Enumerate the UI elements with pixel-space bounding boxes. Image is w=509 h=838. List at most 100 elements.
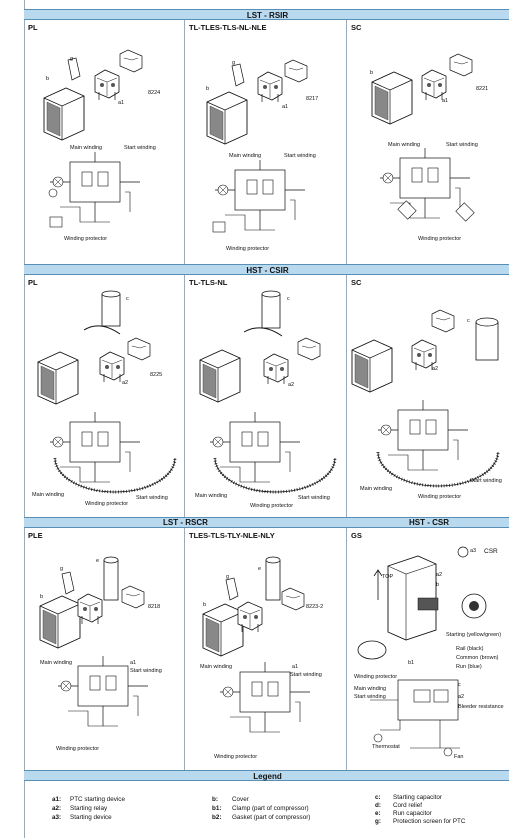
label-winding-protector: Winding protector <box>226 246 270 252</box>
bracket <box>281 587 305 611</box>
cover-b <box>206 91 248 145</box>
section-header-legend: Legend <box>24 770 509 781</box>
label-wiring-common: Common (brown) <box>456 655 499 661</box>
label-g: g <box>232 60 236 66</box>
legend-key: a1: <box>52 796 62 803</box>
label-wiring-start: Starting (yellow/green) <box>446 632 502 638</box>
circuit-r1c2 <box>214 159 306 231</box>
label-main-winding: Main winding <box>40 660 73 666</box>
cell-csir-pl: PL <box>24 275 185 517</box>
label-code: 8217 <box>306 96 319 102</box>
label-main-winding: Main winding <box>70 145 103 151</box>
label-b: b <box>370 70 374 76</box>
cell-rscr-ple: PLE <box>24 528 185 770</box>
cell-title: PL <box>28 23 38 32</box>
label-main-winding: Main winding <box>388 142 421 148</box>
label-winding-protector: Winding protector <box>64 236 108 242</box>
label-winding-protector: Winding protector <box>418 236 462 242</box>
legend-key: b2: <box>212 814 222 821</box>
legend-key: d: <box>375 802 381 809</box>
bracket <box>121 585 145 609</box>
diagram-frame <box>24 0 509 838</box>
label-a2: a2 <box>288 382 295 388</box>
label-bleeder-resistance: Bleeder resistance <box>458 704 504 710</box>
label-thermostat: Thermostat <box>372 744 400 750</box>
label-a1: a1 <box>282 104 289 110</box>
cover-b <box>351 339 393 393</box>
label-csr: CSR <box>484 548 498 555</box>
label-start-winding: Start winding <box>470 478 502 484</box>
legend-key: e: <box>375 810 381 817</box>
cover-b <box>199 349 241 403</box>
label-wiring-run: Run (blue) <box>456 664 482 670</box>
cell-rsir-pl: PL <box>24 20 185 264</box>
section-header-lst-rscr: LST - RSCR <box>24 517 347 528</box>
label-c: c <box>458 682 461 688</box>
label-a1: a1 <box>130 660 137 666</box>
label-a2: a2 <box>432 366 439 372</box>
section-header-lst-rsir: LST - RSIR <box>24 9 509 20</box>
legend-text: Gasket (part of compressor) <box>232 814 311 821</box>
cell-rscr-tles: TLES-TLS-TLY-NLE-NLY <box>185 528 347 770</box>
label-a1: a1 <box>292 664 299 670</box>
label-g: g <box>70 56 74 62</box>
circuit-r2c3 <box>377 399 469 471</box>
label-start-winding: Start winding <box>124 145 156 151</box>
legend-key: a3: <box>52 814 62 821</box>
section-header-hst-csir: HST - CSIR <box>24 264 509 275</box>
label-a2: a2 <box>436 572 443 578</box>
label-fan: Fan <box>454 754 464 760</box>
label-b: b <box>40 594 44 600</box>
label-winding-protector: Winding protector <box>214 754 258 760</box>
label-start-winding: Start winding <box>136 495 168 501</box>
legend-text: Cover <box>232 796 249 803</box>
label-a2: a2 <box>458 694 465 700</box>
label-start-winding: Start winding <box>298 495 330 501</box>
legend-text: Run capacitor <box>393 810 432 817</box>
circuit-r2c2 <box>209 411 301 483</box>
label-code: 8225 <box>150 372 163 378</box>
label-main-winding: Main winding <box>195 493 228 499</box>
label-main-winding: Main winding <box>32 492 65 498</box>
label-a3: a3 <box>470 548 477 554</box>
label-start-winding: Start winding <box>354 694 386 700</box>
label-main-winding: Main winding <box>360 486 393 492</box>
cover-b <box>37 351 79 405</box>
legend-key: a2: <box>52 805 62 812</box>
label-b: b <box>203 602 207 608</box>
label-g: g <box>60 566 64 572</box>
label-code: 8218 <box>148 604 161 610</box>
legend-text: Protection screen for PTC <box>393 818 466 825</box>
label-a1: a1 <box>442 98 449 104</box>
cell-rsir-tl: TL-TLES-TLS-NL-NLE <box>185 20 347 264</box>
label-b: b <box>436 582 440 588</box>
cell-title: SC <box>351 278 362 287</box>
bracket <box>127 337 151 361</box>
label-wiring-rail: Rail (black) <box>456 646 484 652</box>
cover-b <box>39 595 81 649</box>
label-winding-protector: Winding protector <box>354 674 398 680</box>
cell-title: SC <box>351 23 362 32</box>
legend-text: Clamp (part of compressor) <box>232 805 309 812</box>
label-c: c <box>126 296 129 302</box>
label-e: e <box>258 566 262 572</box>
cell-csir-sc: SC <box>347 275 509 517</box>
bracket <box>284 59 308 83</box>
label-a1: a1 <box>118 100 125 106</box>
legend-text: Cord relief <box>393 802 423 809</box>
label-winding-protector: Winding protector <box>418 494 462 500</box>
label-c: c <box>467 318 470 324</box>
label-start-winding: Start winding <box>130 668 162 674</box>
bracket <box>119 49 143 73</box>
label-winding-protector: Winding protector <box>85 501 129 507</box>
legend-key: b1: <box>212 805 222 812</box>
section-header-hst-csr: HST - CSR <box>347 517 509 528</box>
legend-text: Starting capacitor <box>393 794 443 801</box>
cell-title: PLE <box>28 531 43 540</box>
bracket <box>297 337 321 361</box>
label-start-winding: Start winding <box>284 153 316 159</box>
legend-key: c: <box>375 794 381 801</box>
relay-a1 <box>77 593 103 625</box>
